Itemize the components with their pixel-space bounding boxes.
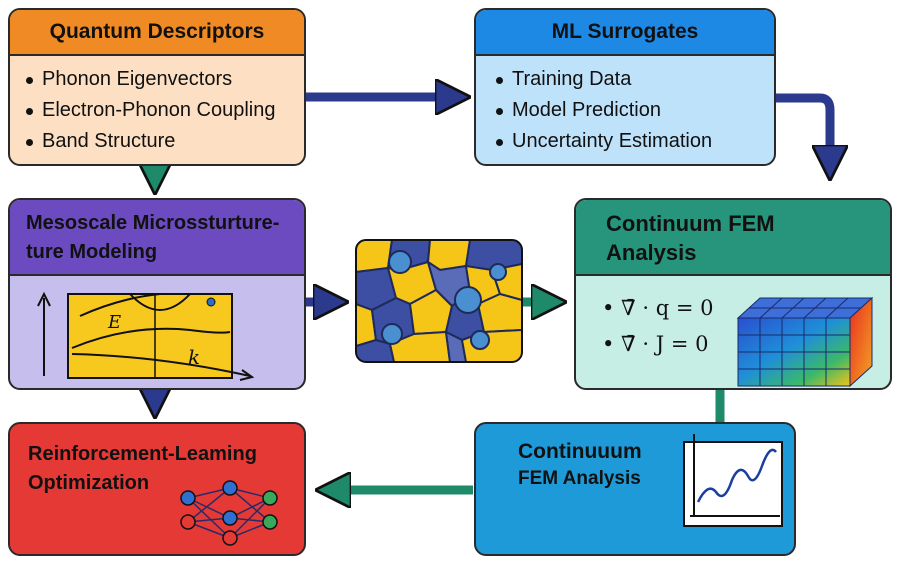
list-item: Training Data bbox=[488, 64, 774, 95]
arrow-ml-to-fem bbox=[775, 93, 830, 172]
reinforcement-learning-box: Reinforcement-Leaming Optimization bbox=[8, 422, 306, 556]
ml-surrogates-box: ML Surrogates Training Data Model Predic… bbox=[474, 8, 776, 166]
quantum-descriptors-list: Phonon Eigenvectors Electron-Phonon Coup… bbox=[18, 64, 304, 157]
list-item: Model Prediction bbox=[488, 95, 774, 126]
mesoscale-modeling-box: Mesoscale Microssturture- ture Modeling … bbox=[8, 198, 306, 390]
band-structure-plot: E k bbox=[37, 291, 255, 381]
quantum-descriptors-box: Quantum Descriptors Phonon Eigenvectors … bbox=[8, 8, 306, 166]
k-axis-label: k bbox=[188, 345, 200, 369]
fem-title-line1: Continuum FEM bbox=[606, 211, 775, 236]
list-item: Electron-Phonon Coupling bbox=[18, 95, 304, 126]
ml-surrogates-title: ML Surrogates bbox=[476, 10, 774, 56]
mesoscale-title-line2: ture Modeling bbox=[26, 241, 158, 263]
fem2-title-line2: FEM Analysis bbox=[518, 468, 641, 489]
list-item: Phonon Eigenvectors bbox=[18, 64, 304, 95]
fem2-title-line1: Continuuum bbox=[518, 440, 642, 463]
list-item: Uncertainty Estimation bbox=[488, 126, 774, 157]
equation-heat-flux: • ∇̄ · q = 0 bbox=[602, 296, 714, 320]
energy-axis-label: E bbox=[107, 312, 121, 333]
continuum-fem-box: Continuum FEM Analysis • ∇̄ · q = 0 • ∇̄… bbox=[574, 198, 892, 390]
rl-title-line2: Optimization bbox=[28, 472, 150, 494]
equation-current: • ∇̄ · J = 0 bbox=[602, 332, 709, 356]
fem-title-line2: Analysis bbox=[606, 240, 697, 265]
mesoscale-title-line1: Mesoscale Microssturture- bbox=[26, 212, 280, 234]
rl-title-line1: Reinforcement-Leaming bbox=[28, 443, 257, 465]
ml-surrogates-list: Training Data Model Prediction Uncertain… bbox=[488, 64, 774, 157]
list-item: Band Structure bbox=[18, 126, 304, 157]
quantum-descriptors-title: Quantum Descriptors bbox=[10, 10, 304, 56]
